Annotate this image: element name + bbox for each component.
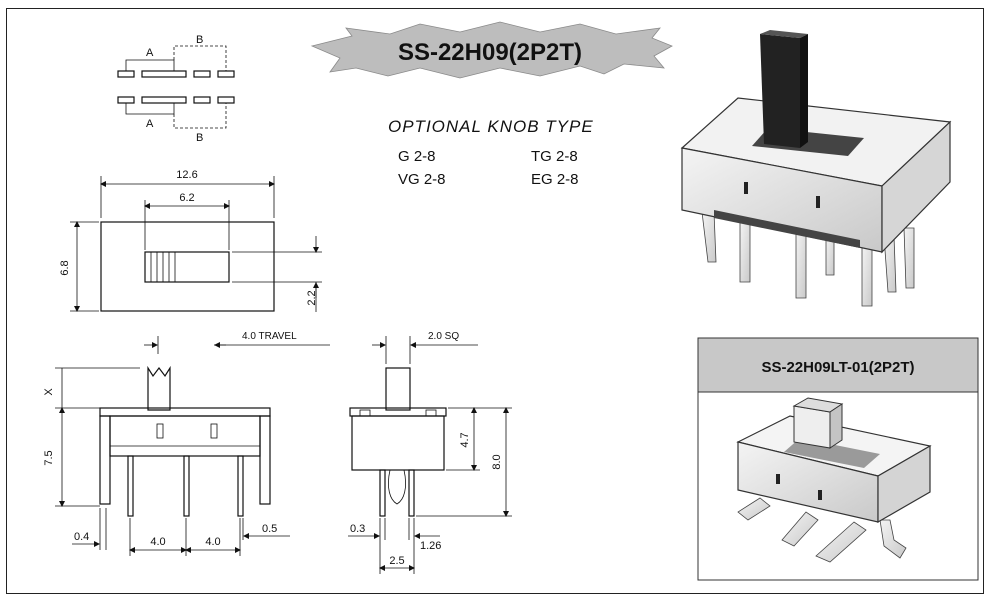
dim-front-height: 7.5	[43, 450, 55, 465]
variant-title: SS-22H09LT-01(2P2T)	[761, 359, 914, 376]
dim-pin-thickness: 0.3	[350, 523, 365, 535]
variant-3d-illustration	[736, 397, 932, 563]
variant-panel: SS-22H09LT-01(2P2T)	[697, 337, 979, 581]
dim-x: X	[43, 388, 55, 396]
dim-height: 6.8	[59, 260, 71, 275]
knob-option-eg: EG 2-8	[531, 171, 579, 188]
dim-total-height: 8.0	[491, 454, 503, 469]
dim-travel: 4.0 TRAVEL	[242, 331, 297, 342]
dim-pitch-2: 4.0	[205, 536, 220, 548]
knob-option-tg: TG 2-8	[531, 148, 578, 165]
drawing-sheet	[6, 8, 984, 594]
top-view: 12.6 6.2 6.8 2.2	[59, 169, 322, 312]
product-title: SS-22H09(2P2T)	[398, 39, 582, 66]
switch-3d-illustration	[680, 30, 952, 307]
schematic-label-a-top: A	[146, 47, 154, 59]
side-view: 2.0 SQ 4.7 8.0 0.3 1.26 2.5	[348, 331, 512, 574]
title-banner: SS-22H09(2P2T)	[310, 21, 673, 79]
schematic-label-a-bottom: A	[146, 118, 154, 130]
dim-pin-width: 0.5	[262, 523, 277, 535]
dim-knob-size: 2.0 SQ	[428, 331, 459, 342]
dim-pin-spread: 1.26	[420, 540, 441, 552]
schematic-label-b-top: B	[196, 34, 203, 46]
dim-body-height: 4.7	[459, 432, 471, 447]
knob-heading: OPTIONAL KNOB TYPE	[388, 117, 594, 136]
schematic-label-b-bottom: B	[196, 132, 203, 144]
dim-pin-span: 2.5	[389, 555, 404, 567]
dim-pitch-1: 4.0	[150, 536, 165, 548]
front-view: 4.0 TRAVEL X 7.5 0.4 4.0	[43, 331, 330, 556]
dim-inner-width: 6.2	[179, 192, 194, 204]
dim-pin-offset: 0.4	[74, 531, 89, 543]
knob-option-g: G 2-8	[398, 148, 436, 165]
knob-option-vg: VG 2-8	[398, 171, 446, 188]
switch-schematic: A B A B	[117, 34, 235, 144]
dim-offset: 2.2	[306, 290, 318, 305]
knob-options: OPTIONAL KNOB TYPE G 2-8 VG 2-8 TG 2-8 E…	[388, 117, 594, 188]
dim-width: 12.6	[176, 169, 197, 181]
